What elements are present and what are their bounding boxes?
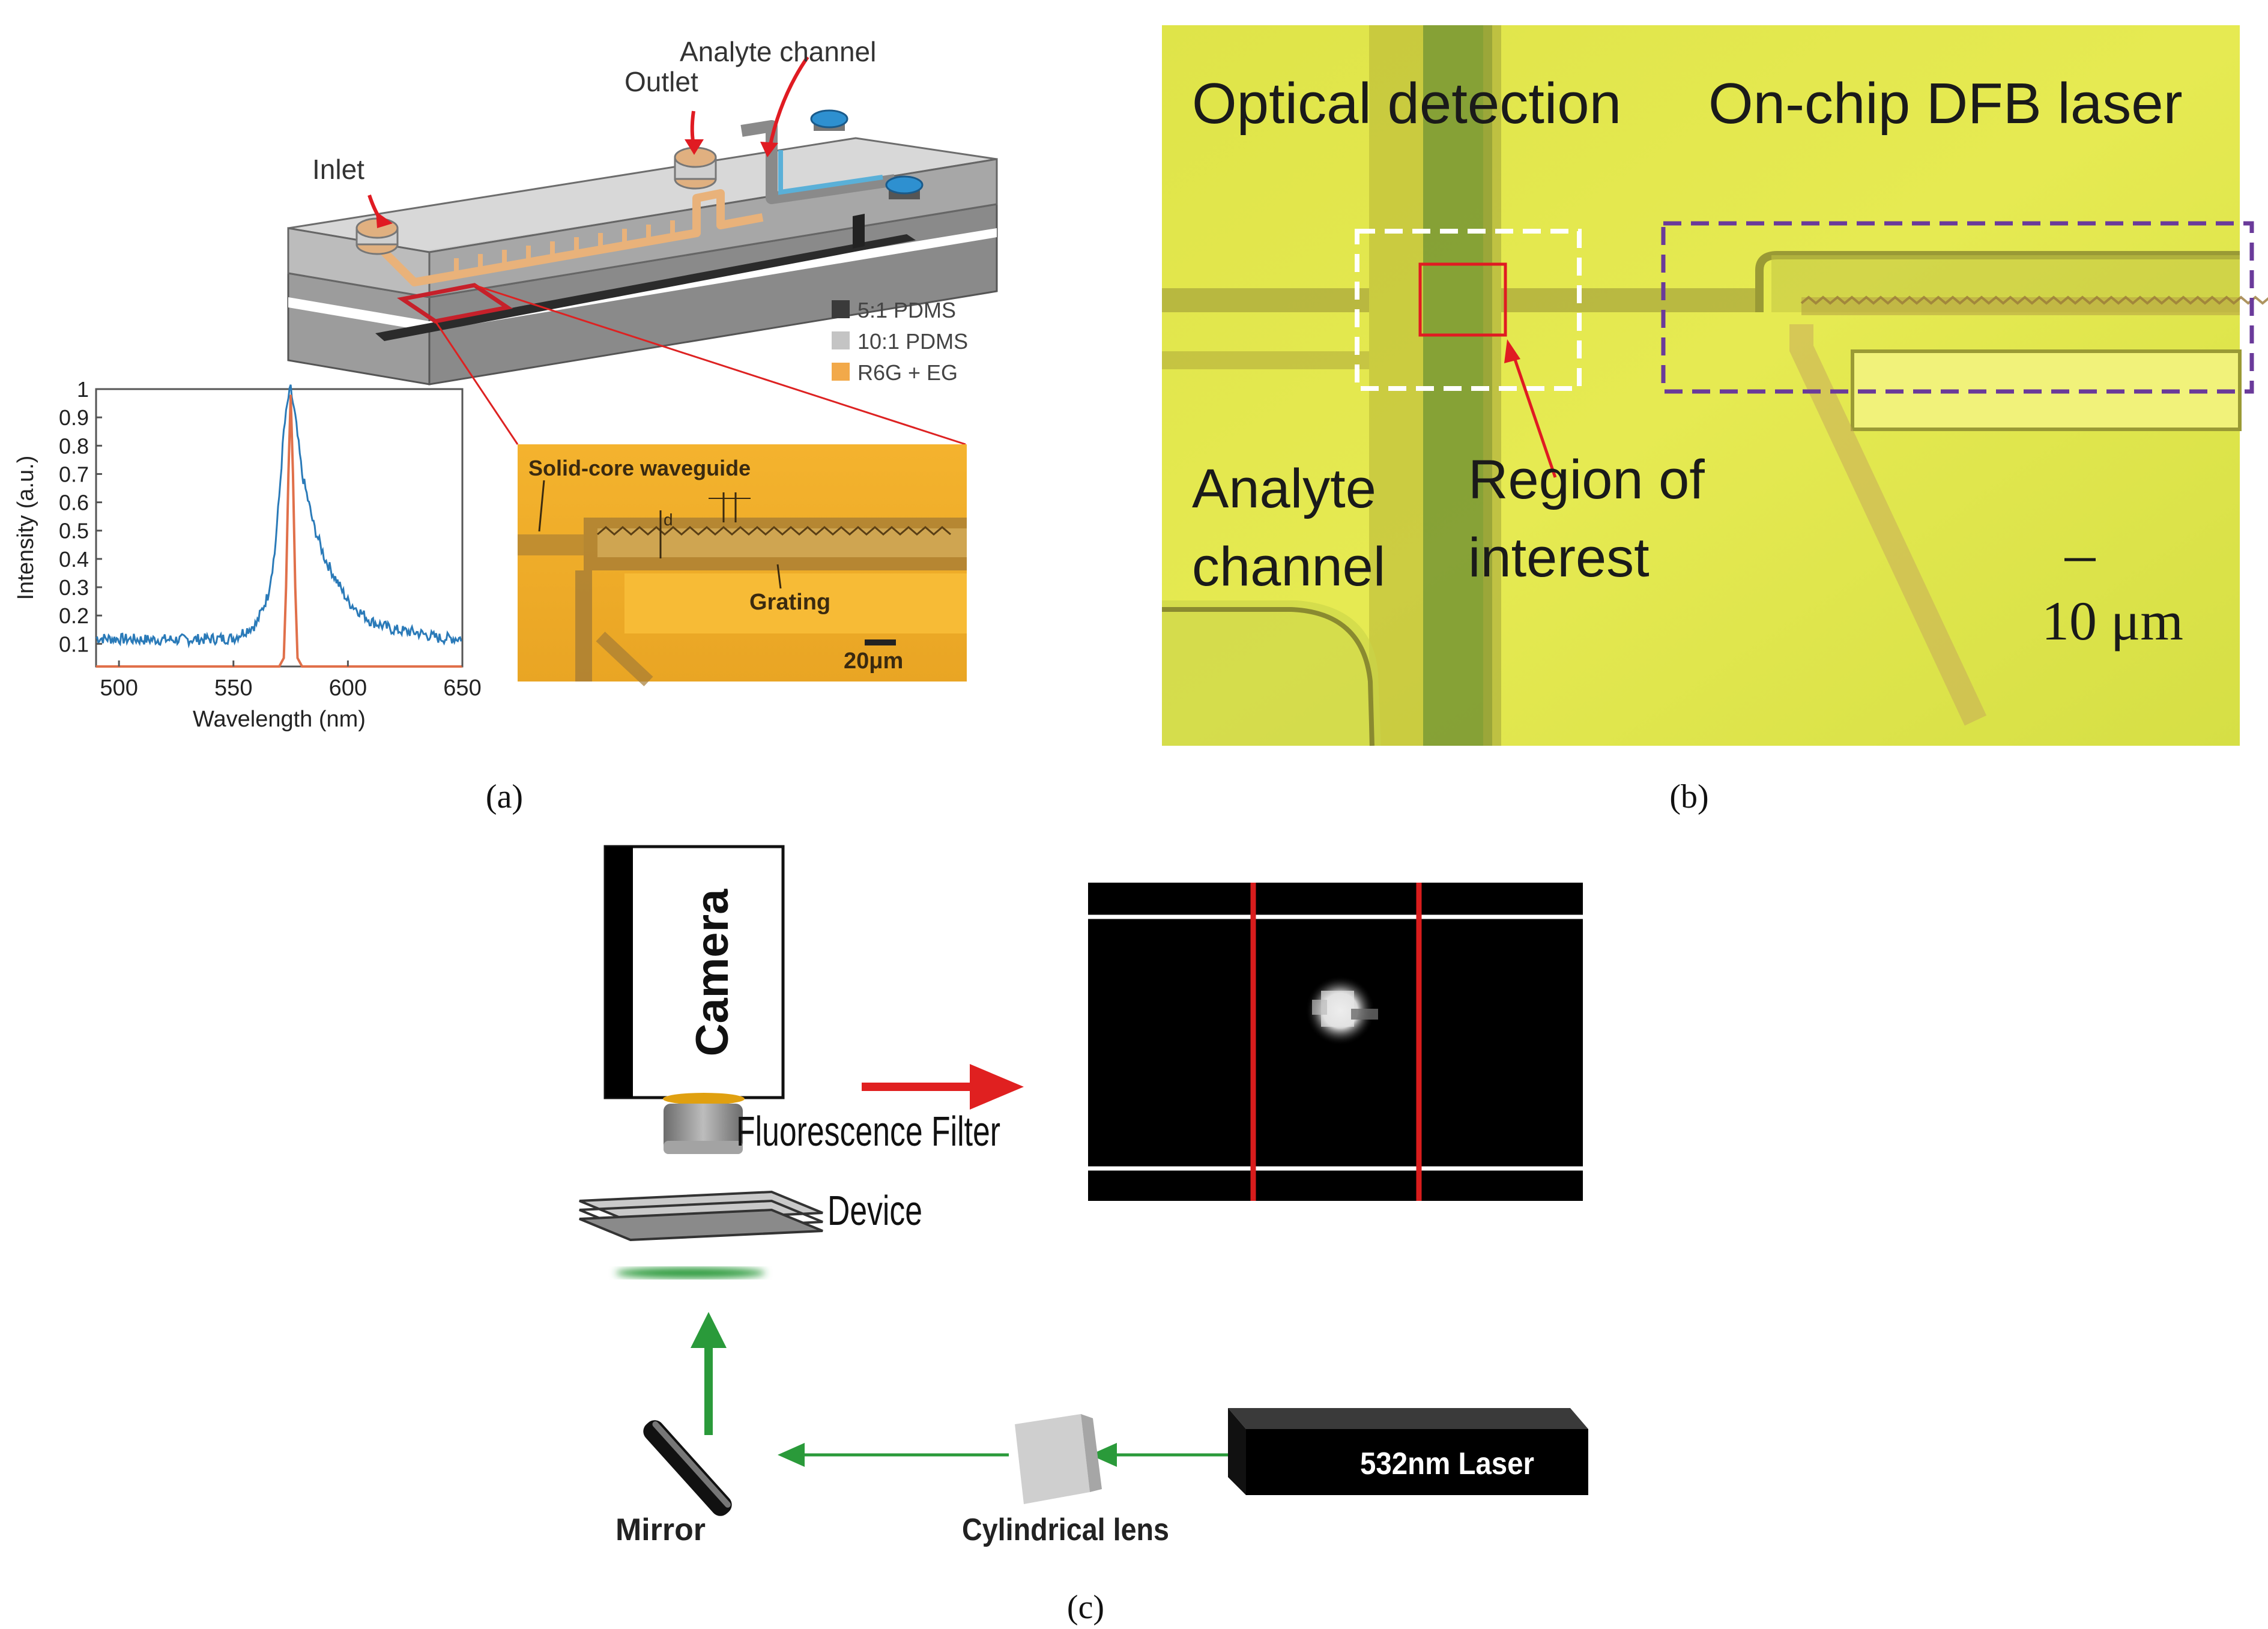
x-tick-label-0: 500 (100, 675, 138, 701)
series-line-1 (96, 394, 462, 668)
light-sheet (615, 1268, 766, 1278)
micrograph-scale-label: 20μm (844, 648, 903, 674)
y-tick-label-2: 0.3 (59, 575, 89, 600)
inlet-label: Inlet (312, 154, 364, 185)
chart-ylabel: Intensity (a.u.) (13, 456, 38, 600)
panel-a-label: (a) (486, 778, 523, 815)
panel-c: Camera Fluorescence Filter Device Mirror (579, 845, 1588, 1626)
d-label: d (664, 510, 673, 529)
region-of-interest-box (1418, 262, 1507, 337)
cylindrical-lens (1015, 1414, 1102, 1504)
dfb-laser-box (1661, 221, 2254, 394)
optical-detection-label: Optical detection (1192, 71, 1621, 136)
mirror-label: Mirror (615, 1513, 706, 1547)
image-output-arrow (970, 1064, 1024, 1110)
legend-label-1: 10:1 PDMS (857, 329, 968, 354)
grating-teeth (454, 220, 675, 273)
upward-beam-arrow (691, 1312, 727, 1348)
laser-source: 532nm Laser (1228, 1408, 1588, 1495)
legend-swatch-1 (832, 331, 850, 349)
fluorescence-filter-label: Fluorescence Filter (736, 1108, 1000, 1155)
legend-label-0: 5:1 PDMS (857, 298, 956, 322)
legend-label-2: R6G + EG (857, 360, 958, 385)
material-legend: 5:1 PDMS 10:1 PDMS R6G + EG (832, 298, 968, 385)
cylindrical-lens-label: Cylindrical lens (962, 1513, 1169, 1547)
outlet-label: Outlet (624, 66, 698, 97)
y-tick-label-0: 0.1 (59, 632, 89, 656)
chart-ticks: 500 550 600 650 0.1 0.2 0.3 0.4 0.5 0.6 0.7 0.8 0.9 1 (59, 377, 482, 701)
legend-swatch-0 (832, 300, 850, 318)
mirror (643, 1420, 732, 1516)
analyte-channel-label-line1: Analyte (1192, 458, 1376, 519)
y-tick-label-3: 0.4 (59, 547, 89, 572)
y-tick-label-4: 0.5 (59, 519, 89, 543)
y-tick-label-9: 1 (77, 377, 89, 402)
y-tick-label-1: 0.2 (59, 603, 89, 628)
optical-detection-box (1355, 229, 1582, 391)
camera-body: Camera (603, 845, 785, 1099)
x-tick-label-2: 600 (329, 675, 367, 701)
panel-c-label: (c) (1067, 1589, 1104, 1626)
chart-frame (95, 388, 464, 668)
chart-marks (95, 384, 462, 668)
panel-b: Optical detection On-chip DFB laser Anal… (1162, 25, 2268, 815)
fluorescence-filter (663, 1093, 745, 1154)
grating-label: Grating (749, 590, 830, 615)
solid-core-waveguide-label: Solid-core waveguide (528, 456, 751, 480)
roi-label-line2: interest (1468, 527, 1650, 588)
analyte-channel-label: Analyte channel (680, 36, 876, 67)
y-tick-label-7: 0.8 (59, 434, 89, 458)
panel-b-label: (b) (1669, 778, 1708, 815)
legend-swatch-2 (832, 363, 850, 381)
roi-label-line1: Region of (1468, 449, 1705, 510)
x-tick-label-1: 550 (214, 675, 252, 701)
panel-a: Analyte channel Outlet Inlet 5:1 PDMS 10… (13, 36, 998, 815)
analyte-channel-label-line2: channel (1192, 536, 1385, 597)
fluorescence-image (1088, 883, 1583, 1201)
y-tick-label-6: 0.7 (59, 462, 89, 486)
series-line-0 (95, 384, 462, 649)
y-tick-label-8: 0.9 (59, 405, 89, 430)
scale-bar-label: 10 μm (2042, 590, 2183, 651)
y-tick-label-5: 0.6 (59, 491, 89, 515)
chip-illustration (287, 56, 998, 446)
laser-label: 532nm Laser (1360, 1446, 1534, 1481)
chart-xlabel: Wavelength (nm) (193, 707, 366, 732)
device-label: Device (827, 1187, 922, 1234)
device (579, 1190, 823, 1242)
dfb-laser-label: On-chip DFB laser (1708, 71, 2183, 136)
spectrum-chart: 500 550 600 650 0.1 0.2 0.3 0.4 0.5 0.6 0.7 0.8 0.9 1… (13, 377, 482, 732)
x-tick-label-3: 650 (443, 675, 481, 701)
waveguide-micrograph: Solid-core waveguide Grating d 20μm (518, 444, 967, 687)
camera-label: Camera (687, 889, 738, 1057)
